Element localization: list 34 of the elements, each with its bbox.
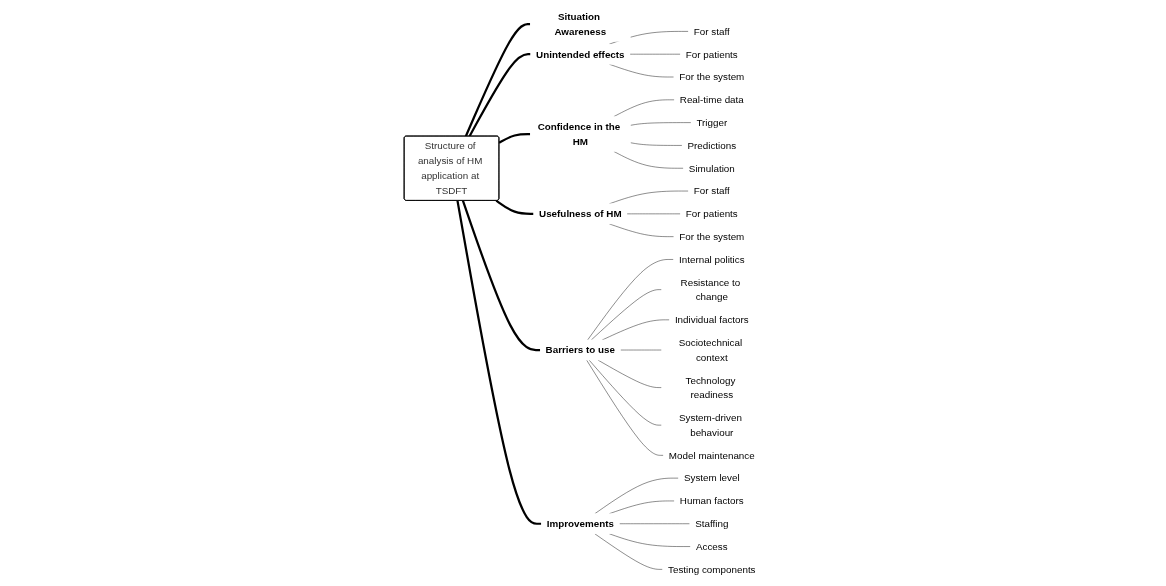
- node-text: For patients: [685, 208, 738, 220]
- node-text: For staff: [693, 185, 730, 197]
- connector: [461, 200, 541, 352]
- node-text: Staffing: [695, 518, 729, 530]
- node-text: Internal politics: [678, 253, 745, 266]
- node-text: System level: [683, 472, 740, 484]
- node-text: Confidence in the HM: [537, 121, 621, 147]
- node-text: Real-time data: [679, 94, 744, 106]
- node-text: Human factors: [679, 495, 744, 507]
- node-text: Situation Awareness: [554, 11, 607, 37]
- node-text: Resistance to change: [680, 276, 741, 303]
- node-text: For patients: [685, 48, 738, 60]
- node-text: Barriers to use: [545, 344, 616, 356]
- connector: [456, 200, 542, 525]
- node-text: Access: [695, 540, 728, 553]
- node-text: Improvements: [546, 518, 614, 530]
- connector: [464, 22, 531, 137]
- node-text: Trigger: [696, 117, 728, 129]
- node-text: Predictions: [687, 139, 737, 152]
- node-text: Technology readiness: [685, 374, 736, 401]
- node-text: Testing components: [668, 563, 756, 575]
- connector: [495, 199, 534, 215]
- connector: [498, 132, 531, 144]
- node-text: Individual factors: [674, 314, 749, 326]
- node-text: Model maintenance: [668, 449, 755, 461]
- node-text: For staff: [693, 25, 730, 37]
- node-text: System-driven behaviour: [678, 412, 742, 439]
- node-text: Sociotechnical context: [678, 337, 743, 363]
- connector: [468, 53, 531, 137]
- node-text: Unintended effects: [536, 48, 625, 60]
- node-text: For the system: [679, 231, 745, 243]
- node-text: For the system: [679, 71, 745, 83]
- node-text: Usefulness of HM: [539, 208, 622, 220]
- node-text: Simulation: [688, 162, 735, 174]
